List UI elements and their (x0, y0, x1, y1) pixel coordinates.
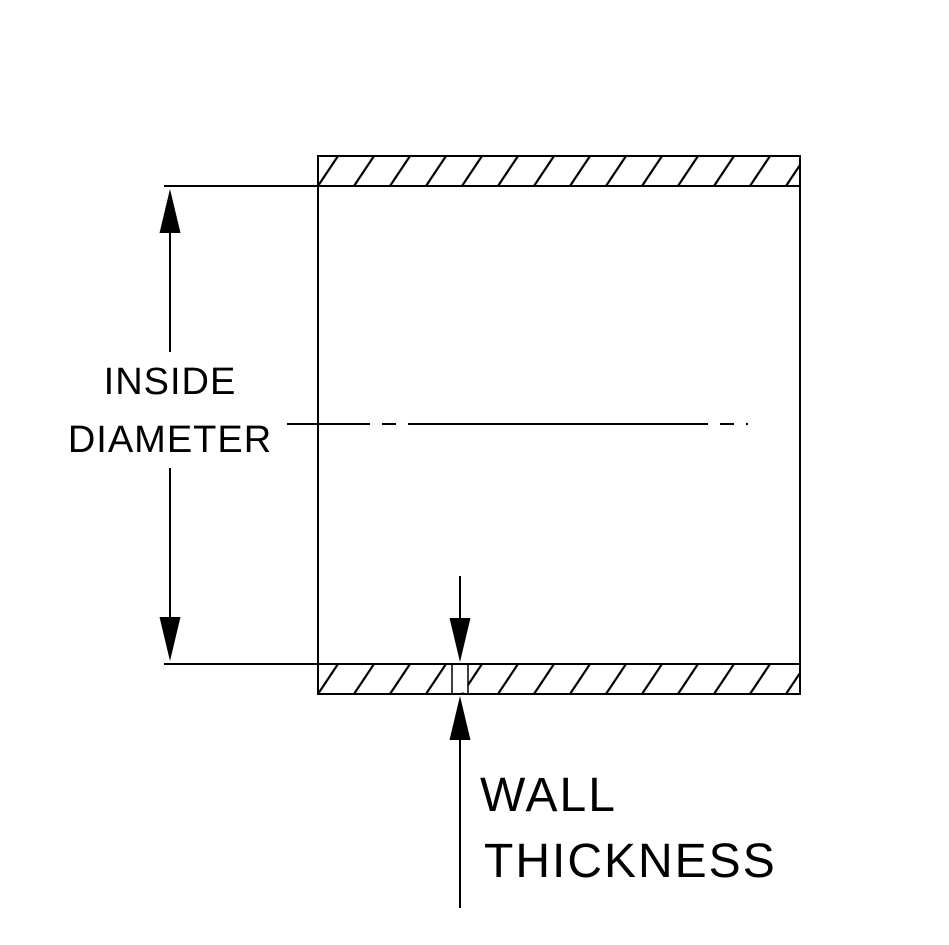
tube-top-wall-hatch (317, 155, 801, 187)
id-arrow-up (159, 189, 181, 233)
wall-thickness-hatch-break (452, 665, 468, 693)
id-arrow-down (159, 617, 181, 661)
inside-diameter-label-line1: INSIDE (104, 361, 237, 403)
wall-thickness-label-line2: THICKNESS (484, 835, 777, 888)
inside-diameter-label-line2: DIAMETER (68, 419, 272, 461)
tube-bottom-wall-hatch (317, 663, 801, 695)
wall-thickness-label-line1: WALL (480, 769, 617, 822)
wt-arrow-down (449, 618, 471, 662)
wt-arrow-up (449, 696, 471, 740)
